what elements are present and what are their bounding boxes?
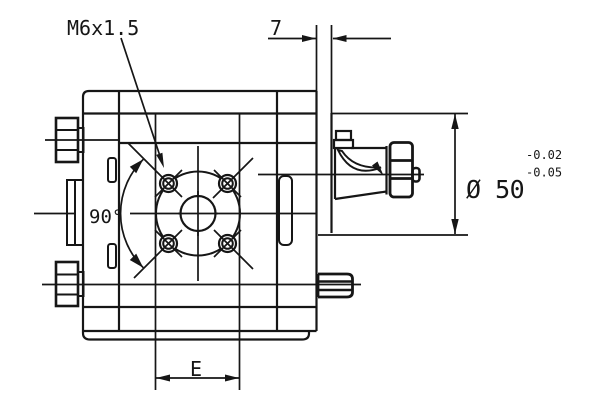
thread-callout-label: M6x1.5 — [67, 16, 139, 40]
body-horizontal-edges — [83, 112, 317, 333]
diameter-arrow-bottom — [451, 219, 459, 234]
angle-arrow-bottom — [129, 253, 144, 268]
spacing-arrow-left — [156, 374, 170, 382]
pump-body-outline — [81, 89, 317, 341]
nut-flats — [390, 159, 413, 180]
front-view — [34, 89, 361, 390]
side-view — [258, 25, 424, 299]
hex-bolt-upper — [54, 116, 85, 164]
angle-dimension-arc — [119, 158, 144, 269]
thickness-arrow-left — [302, 35, 316, 42]
flange-thickness-label: 7 — [270, 16, 282, 40]
hex-bolt-lower — [54, 260, 85, 308]
shaft-step-lower — [332, 138, 355, 150]
right-port-boss — [278, 175, 293, 246]
diameter-label: Ø 50 — [466, 175, 524, 204]
thickness-arrow-right — [332, 35, 347, 42]
diameter-dim-lines — [318, 112, 468, 236]
thread-leader-arrow — [156, 152, 164, 168]
left-port-flange — [66, 179, 83, 246]
plate-extension-lines — [315, 25, 333, 113]
washer-tip — [372, 161, 384, 176]
shaft-tip — [411, 166, 421, 183]
flange-side-lines — [154, 114, 241, 390]
angle-label: 90° — [89, 206, 123, 228]
angle-arrow-top — [129, 159, 144, 174]
diameter-arrow-top — [451, 114, 459, 129]
flange-slot-upper — [107, 157, 117, 183]
shaft-hole-crosshair — [178, 191, 218, 236]
tolerance-lower-label: -0.05 — [526, 166, 562, 180]
tolerance-upper-label: -0.02 — [526, 148, 562, 162]
shaft-nut — [388, 141, 414, 199]
hole-diagonal-lines — [127, 142, 254, 279]
spacing-label: E — [190, 357, 202, 381]
bottom-stub — [316, 272, 354, 299]
shaft-taper — [333, 146, 387, 201]
body-vertical-edges — [117, 91, 318, 331]
shaft-step-upper — [334, 129, 353, 142]
dimensions — [120, 35, 468, 382]
thread-leader-line — [120, 37, 161, 155]
crescent-washer — [336, 148, 382, 172]
flange-slot-lower — [107, 243, 117, 269]
spacing-arrow-right — [225, 374, 239, 382]
